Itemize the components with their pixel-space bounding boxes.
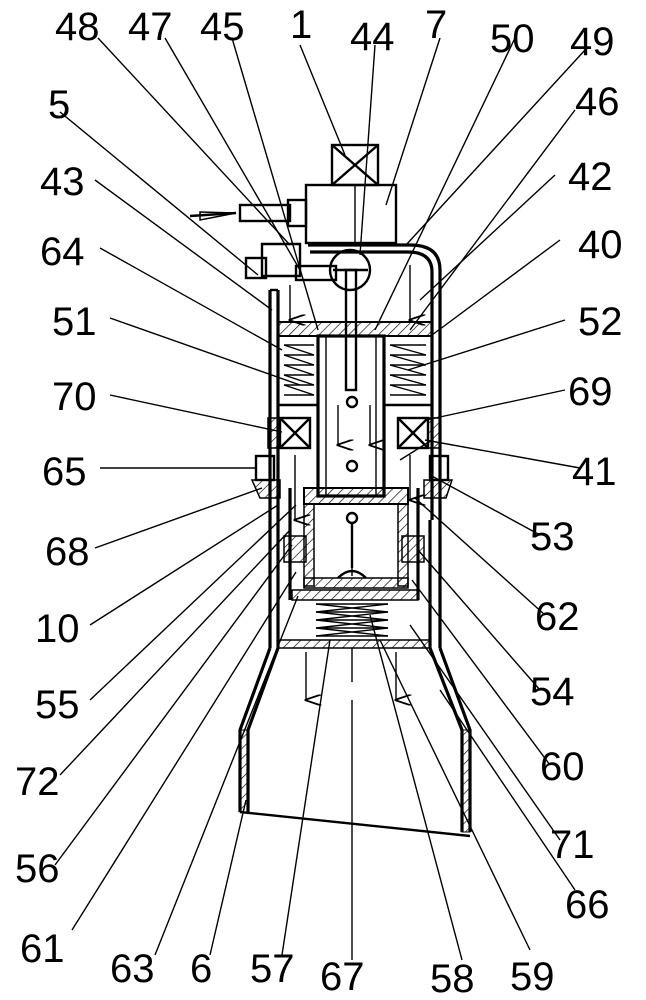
flow-arrows bbox=[290, 265, 410, 700]
piston-chamber bbox=[268, 487, 442, 682]
label-66: 66 bbox=[565, 883, 610, 927]
label-10: 10 bbox=[35, 607, 80, 651]
label-68: 68 bbox=[45, 530, 90, 574]
label-67: 67 bbox=[320, 955, 365, 999]
label-42: 42 bbox=[568, 155, 613, 199]
label-62: 62 bbox=[535, 595, 580, 639]
label-69: 69 bbox=[568, 370, 613, 414]
label-7: 7 bbox=[425, 3, 447, 47]
label-58: 58 bbox=[430, 957, 475, 1000]
label-41: 41 bbox=[572, 450, 617, 494]
label-1: 1 bbox=[290, 3, 312, 47]
nozzle bbox=[238, 647, 472, 838]
label-50: 50 bbox=[490, 17, 535, 61]
label-64: 64 bbox=[40, 230, 85, 274]
label-40: 40 bbox=[578, 223, 623, 267]
solenoid-head bbox=[189, 143, 398, 245]
label-63: 63 bbox=[110, 947, 155, 991]
label-46: 46 bbox=[575, 80, 620, 124]
label-55: 55 bbox=[35, 683, 80, 727]
label-65: 65 bbox=[42, 450, 87, 494]
label-53: 53 bbox=[530, 515, 575, 559]
label-57: 57 bbox=[250, 947, 295, 991]
label-71: 71 bbox=[550, 823, 595, 867]
label-47: 47 bbox=[128, 5, 173, 49]
leader-lines bbox=[54, 37, 586, 961]
label-56: 56 bbox=[15, 847, 60, 891]
label-60: 60 bbox=[540, 745, 585, 789]
label-44: 44 bbox=[350, 15, 395, 59]
flange bbox=[250, 439, 454, 520]
valve-stem bbox=[328, 248, 372, 576]
label-49: 49 bbox=[570, 20, 615, 64]
label-43: 43 bbox=[40, 160, 85, 204]
part-labels: 48 47 45 1 44 7 50 49 46 5 43 42 64 40 5… bbox=[15, 3, 623, 1000]
label-5: 5 bbox=[48, 83, 70, 127]
label-54: 54 bbox=[530, 670, 575, 714]
label-6: 6 bbox=[190, 947, 212, 991]
label-52: 52 bbox=[578, 300, 623, 344]
label-59: 59 bbox=[510, 955, 555, 999]
label-51: 51 bbox=[52, 300, 97, 344]
label-61: 61 bbox=[20, 927, 65, 971]
label-70: 70 bbox=[52, 375, 97, 419]
label-72: 72 bbox=[15, 760, 60, 804]
label-48: 48 bbox=[55, 5, 100, 49]
label-45: 45 bbox=[200, 5, 245, 49]
